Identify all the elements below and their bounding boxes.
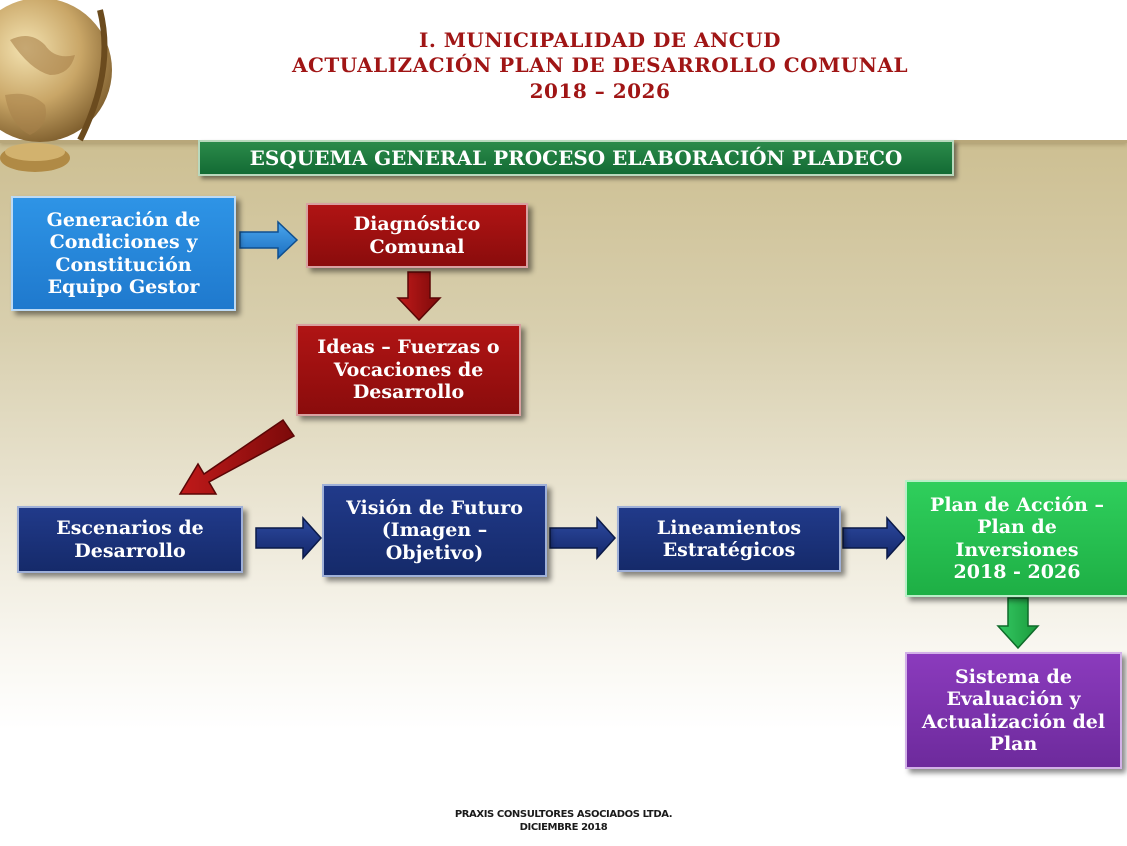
node-lineamientos: Lineamientos Estratégicos bbox=[617, 506, 841, 572]
arrow-diagonal-icon bbox=[178, 418, 296, 495]
node-diagnostico: Diagnóstico Comunal bbox=[306, 203, 528, 268]
node-ideas: Ideas – Fuerzas o Vocaciones de Desarrol… bbox=[296, 324, 521, 416]
header-title-line2: ACTUALIZACIÓN PLAN DE DESARROLLO COMUNAL bbox=[291, 53, 909, 77]
globe-icon bbox=[0, 0, 112, 172]
node-escenarios: Escenarios de Desarrollo bbox=[17, 506, 243, 573]
header-title-line3: 2018 – 2026 bbox=[529, 79, 671, 103]
section-banner: ESQUEMA GENERAL PROCESO ELABORACIÓN PLAD… bbox=[198, 140, 954, 176]
node-plan-accion: Plan de Acción – Plan de Inversiones 201… bbox=[905, 480, 1127, 597]
footer-date: DICIEMBRE 2018 bbox=[519, 822, 608, 833]
arrow-right-icon bbox=[549, 516, 617, 560]
arrow-right-icon bbox=[842, 516, 907, 560]
header-title-line1: I. MUNICIPALIDAD DE ANCUD bbox=[418, 28, 781, 52]
footer-company: PRAXIS CONSULTORES ASOCIADOS LTDA. bbox=[454, 809, 673, 820]
arrow-right-icon bbox=[239, 220, 299, 260]
arrow-down-icon bbox=[996, 597, 1040, 650]
header-band bbox=[0, 0, 1127, 143]
footer: PRAXIS CONSULTORES ASOCIADOS LTDA. DICIE… bbox=[0, 808, 1127, 834]
arrow-down-icon bbox=[396, 271, 442, 322]
node-sistema: Sistema de Evaluación y Actualización de… bbox=[905, 652, 1122, 769]
arrow-right-icon bbox=[255, 516, 323, 560]
node-vision: Visión de Futuro (Imagen – Objetivo) bbox=[322, 484, 547, 577]
node-generacion: Generación de Condiciones y Constitución… bbox=[11, 196, 236, 311]
